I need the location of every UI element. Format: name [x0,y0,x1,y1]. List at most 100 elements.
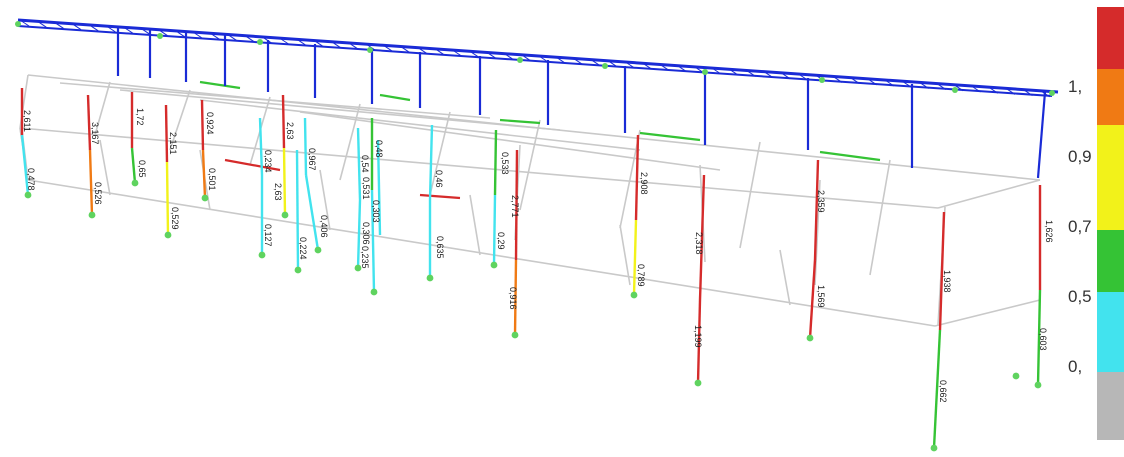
truss-web [279,37,289,45]
column-member [428,124,434,201]
base-node [281,211,289,219]
column-ratio-label: 0,54 [360,155,370,173]
column-ratio-label: 0,65 [137,160,147,178]
truss-web [521,54,531,62]
truss-web [331,41,341,49]
truss-web [71,23,82,31]
column-ratio-label: 0,127 [263,224,273,247]
column-member [696,299,702,384]
truss-web [261,36,272,44]
column-member [356,127,362,201]
accent-beam [639,131,701,142]
truss-node [702,69,708,75]
column-member [493,129,498,196]
base-node [201,194,209,202]
truss-web [158,29,168,37]
column-ratio-label: 0,967 [307,148,317,171]
truss-web [296,38,307,46]
accent-beam [379,93,411,102]
legend-swatch [1097,160,1124,230]
legend-label: 0,9 [1068,147,1092,166]
column-ratio-label: 2,908 [639,172,649,195]
column-ratio-label: 0,306 [361,222,371,245]
beam-line [339,103,361,181]
column-member [1036,289,1042,386]
accent-beam [199,80,241,90]
column-member [295,149,300,271]
base-node [490,261,498,269]
column-member [303,117,308,176]
truss-web [348,42,358,50]
legend-swatch [1097,372,1124,440]
legend-swatch [1097,292,1124,372]
beam-line [299,111,721,171]
beam-line [869,159,891,276]
truss-web [763,71,774,79]
truss-web [642,62,653,70]
truss-node [517,57,523,63]
column-member [130,147,137,184]
beam-line [619,224,631,286]
beam-line [169,89,191,151]
beam-line [199,99,641,151]
base-node [511,331,519,339]
truss-web [607,60,618,68]
beam-line [779,249,791,306]
truss-web [175,30,185,38]
column-ratio-label: 0,916 [508,287,518,310]
truss-web [383,44,393,52]
truss-web [625,61,635,69]
column-member [281,94,286,149]
truss-web [832,75,843,83]
beam-line [429,111,451,196]
truss-web [140,27,151,35]
truss-web [556,56,566,64]
base-node [426,274,434,282]
column-ratio-label: 0,526 [93,182,103,205]
truss-web [729,68,739,76]
accent-beam [224,158,281,172]
column-ratio-label: 1,569 [816,285,826,308]
truss-web [867,78,877,86]
truss-node [1049,90,1055,96]
beam-line [27,179,936,327]
base-node [806,334,814,342]
base-node [630,291,638,299]
column-ratio-label: 0,603 [1038,328,1048,351]
truss-web [919,81,929,89]
column-member [376,139,382,236]
column-member [932,329,942,449]
truss-web [37,20,47,28]
column-ratio-label: 2,318 [694,232,704,255]
frame-columns [20,88,1042,452]
accent-beam [499,118,541,125]
legend-swatch [1097,7,1124,69]
column-ratio-label: 0,635 [435,236,445,259]
column-member [304,174,320,251]
column-ratio-label: 0,29 [496,232,506,250]
truss-web [313,39,324,47]
column-member [514,149,519,261]
column-ratio-labels: 2,6110,4783,1670,5261,720,652,1510,5290,… [22,108,1054,403]
column-ratio-label: 0,406 [319,215,329,238]
truss-web [971,85,981,93]
column-member [165,161,170,236]
base-node [694,379,702,387]
truss-web [953,84,964,92]
truss-node [257,39,263,45]
truss-web [936,83,947,91]
truss-web [902,80,912,88]
column-member [258,117,264,176]
truss-node [157,33,163,39]
column-ratio-label: 2,771 [510,195,520,218]
truss-web [746,69,756,77]
column-ratio-label: 2,359 [816,190,826,213]
truss-web [573,57,583,65]
beam-line [739,141,761,249]
truss-node [367,47,373,53]
column-member [164,104,169,163]
column-ratio-label: 0,533 [500,152,510,175]
truss-web [19,19,30,27]
base-node [258,251,266,259]
truss-web [659,63,670,71]
